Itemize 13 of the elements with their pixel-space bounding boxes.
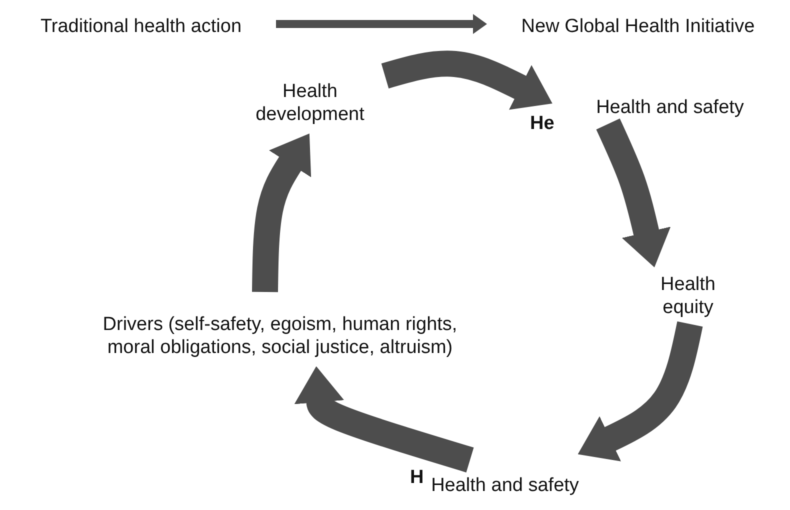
node-label: Health development [254,80,366,126]
text-fragment: He [530,112,554,135]
node-label: Traditional health action [40,14,242,38]
arrow [596,118,671,268]
node-label: Drivers (self-safety, egoism, human rights, moral obligations, social justice, altruism) [102,313,458,359]
arrow [252,133,312,292]
text-fragment: H [410,466,424,489]
node-label: Health equity [660,273,716,319]
arrow [294,366,474,472]
node-label: Health and safety [431,474,579,496]
node-label: Health and safety [596,96,744,118]
node-label: New Global Health Initiative [521,14,755,38]
arrow [276,14,487,34]
